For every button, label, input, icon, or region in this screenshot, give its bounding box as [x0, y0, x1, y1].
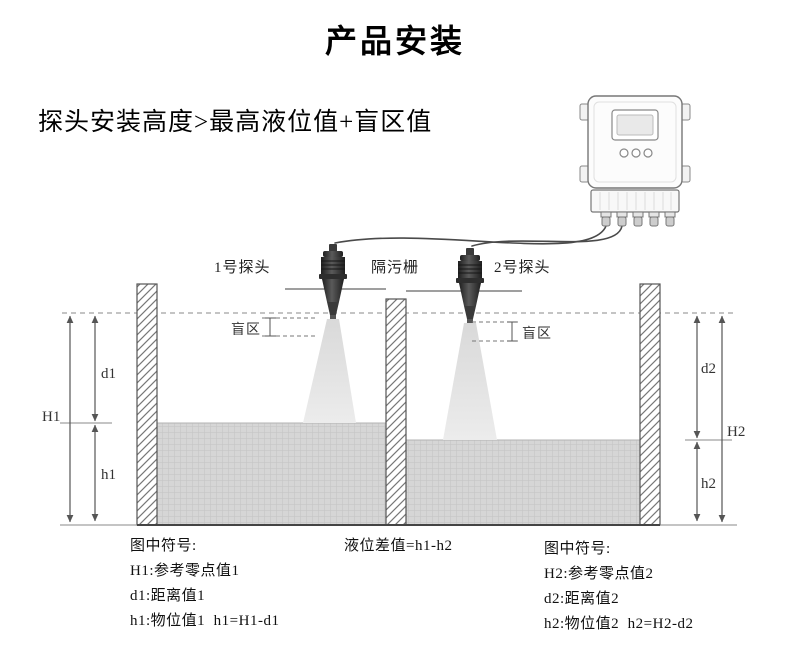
dim-label-h2: h2 — [701, 476, 716, 492]
probe-1 — [319, 244, 347, 319]
probe-2 — [456, 248, 484, 323]
legend-center: 液位差值=h1-h2 — [344, 534, 452, 559]
probe-1-beam — [303, 319, 356, 423]
liquid-left — [157, 422, 386, 525]
barrier-label: 隔污栅 — [371, 260, 420, 276]
controller-device — [579, 95, 691, 227]
level-difference-formula: 液位差值=h1-h2 — [344, 538, 453, 554]
installation-rule-text: 探头安装高度>最高液位值+盲区值 — [38, 109, 433, 136]
liquid-right — [406, 439, 640, 525]
blind-zone-left-mark — [262, 317, 318, 337]
controller-screen — [611, 109, 659, 141]
controller-buttons — [619, 148, 653, 158]
probe-2-label: 2号探头 — [494, 260, 551, 276]
tank-wall-right — [639, 283, 661, 526]
legend-left-heading: 图中符号: — [130, 538, 197, 554]
tank-wall-left — [136, 283, 158, 526]
legend-left: 图中符号: H1:参考零点值1 d1:距离值1 h1:物位值1 h1=H1-d1 — [130, 534, 279, 634]
dim-label-H2: H2 — [727, 424, 746, 440]
legend-left-line-3: h1:物位值1 h1=H1-d1 — [130, 613, 280, 629]
legend-right-line-2: d2:距离值2 — [544, 591, 620, 607]
legend-left-line-2: d1:距离值1 — [130, 588, 206, 604]
legend-right-heading: 图中符号: — [544, 541, 611, 557]
legend-right-line-3: h2:物位值2 h2=H2-d2 — [544, 616, 694, 632]
dimension-lines — [66, 315, 726, 523]
dim-label-H1: H1 — [42, 409, 61, 425]
legend-right-line-1: H2:参考零点值2 — [544, 566, 654, 582]
blind-zone-left-label: 盲区 — [231, 323, 261, 338]
dim-label-h1: h1 — [101, 467, 116, 483]
legend-right: 图中符号: H2:参考零点值2 d2:距离值2 h2:物位值2 h2=H2-d2 — [544, 537, 693, 637]
dim-label-d1: d1 — [101, 366, 116, 382]
controller-cables — [334, 225, 623, 247]
blind-zone-right-mark — [472, 321, 518, 342]
probe-1-label: 1号探头 — [214, 260, 271, 276]
cable-glands — [600, 211, 676, 227]
terminal-box — [590, 189, 680, 213]
legend-left-line-1: H1:参考零点值1 — [130, 563, 240, 579]
blind-zone-right-label: 盲区 — [522, 327, 552, 342]
probe-2-beam — [443, 323, 497, 440]
tank-wall-middle-barrier — [385, 298, 407, 526]
page-title: 产品安装 — [324, 23, 465, 59]
dim-label-d2: d2 — [701, 361, 716, 377]
